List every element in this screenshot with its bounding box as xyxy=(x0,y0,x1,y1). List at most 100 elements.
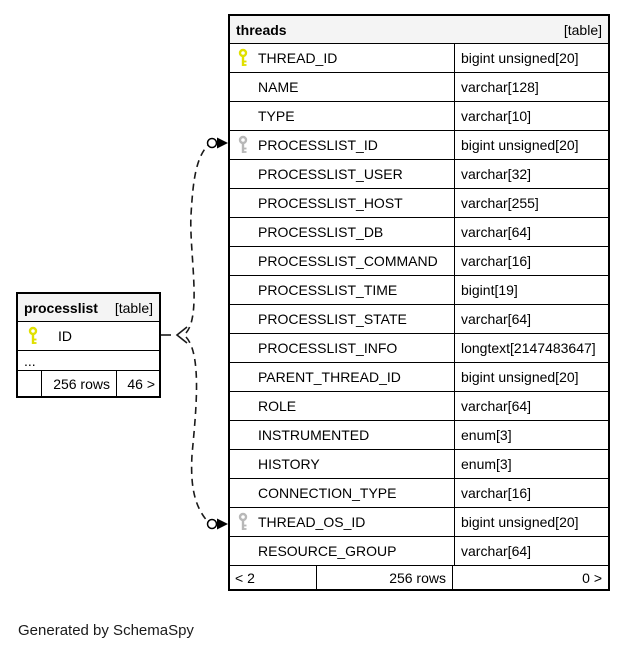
column-type: bigint unsigned[20] xyxy=(461,369,579,385)
column-name: PROCESSLIST_USER xyxy=(230,160,455,188)
column-row: ROLE varchar[64] xyxy=(230,391,608,420)
column-type: enum[3] xyxy=(461,456,512,472)
column-name-label: PROCESSLIST_HOST xyxy=(258,195,403,211)
column-type: varchar[64] xyxy=(461,224,532,240)
footer-out-degree: 46 > xyxy=(127,375,155,392)
table-node-processlist[interactable]: processlist [table] ID... 256 rows 46 > xyxy=(16,292,161,398)
column-name-label: THREAD_ID xyxy=(258,50,338,66)
relationship-curve-lower xyxy=(185,336,209,523)
relationship-curve-upper xyxy=(185,144,209,334)
column-name: NAME xyxy=(230,73,455,101)
column-type: bigint[19] xyxy=(461,282,518,298)
column-type: varchar[128] xyxy=(461,79,539,95)
column-name-label: PROCESSLIST_DB xyxy=(258,224,384,240)
generated-by-note: Generated by SchemaSpy xyxy=(18,622,194,639)
table-title[interactable]: threads xyxy=(236,21,287,38)
column-name-label: ROLE xyxy=(258,398,297,414)
column-name: PROCESSLIST_ID xyxy=(230,131,455,159)
foreign-key-icon xyxy=(238,512,249,532)
column-name: TYPE xyxy=(230,102,455,130)
column-row: PROCESSLIST_USER varchar[32] xyxy=(230,159,608,188)
column-name: THREAD_ID xyxy=(230,44,455,72)
column-name: PROCESSLIST_INFO xyxy=(230,334,455,362)
column-name-label: PROCESSLIST_ID xyxy=(258,137,378,153)
column-name: PROCESSLIST_COMMAND xyxy=(230,247,455,275)
column-name: ID xyxy=(18,322,159,350)
table-header-threads[interactable]: threads [table] xyxy=(230,16,608,44)
column-type: enum[3] xyxy=(461,427,512,443)
column-type: bigint unsigned[20] xyxy=(461,50,579,66)
column-row: TYPE varchar[10] xyxy=(230,101,608,130)
column-row: ... xyxy=(18,350,159,370)
column-name: PARENT_THREAD_ID xyxy=(230,363,455,391)
column-row: PARENT_THREAD_ID bigint unsigned[20] xyxy=(230,362,608,391)
footer-row-count: 256 rows xyxy=(42,371,117,396)
column-name-label: CONNECTION_TYPE xyxy=(258,485,397,501)
column-row: PROCESSLIST_DB varchar[64] xyxy=(230,217,608,246)
column-name: ROLE xyxy=(230,392,455,420)
relationship-arrow-lower-icon xyxy=(217,518,228,530)
column-type: varchar[64] xyxy=(461,543,532,559)
column-type: varchar[255] xyxy=(461,195,539,211)
column-row: RESOURCE_GROUP varchar[64] xyxy=(230,536,608,565)
table-badge: [table] xyxy=(114,299,153,316)
column-row: ID xyxy=(18,322,159,350)
column-type: bigint unsigned[20] xyxy=(461,137,579,153)
column-type: varchar[10] xyxy=(461,108,532,124)
primary-key-icon xyxy=(28,326,39,346)
column-row: PROCESSLIST_ID bigint unsigned[20] xyxy=(230,130,608,159)
table-header-processlist[interactable]: processlist [table] xyxy=(18,294,159,322)
column-name: THREAD_OS_ID xyxy=(230,508,455,536)
column-type: longtext[2147483647] xyxy=(461,340,596,356)
table-title[interactable]: processlist xyxy=(24,299,98,316)
column-type: varchar[16] xyxy=(461,485,532,501)
footer-out-degree: 0 > xyxy=(582,569,602,586)
footer-row-count: 256 rows xyxy=(317,566,453,589)
column-row: THREAD_ID bigint unsigned[20] xyxy=(230,44,608,72)
column-name: INSTRUMENTED xyxy=(230,421,455,449)
footer-left xyxy=(18,371,42,396)
column-name-label: PROCESSLIST_USER xyxy=(258,166,403,182)
column-name-label: PROCESSLIST_TIME xyxy=(258,282,398,298)
relationship-dot-upper xyxy=(206,137,218,149)
primary-key-icon xyxy=(238,48,249,68)
column-name-label: ID xyxy=(58,328,72,344)
column-name-label: PROCESSLIST_INFO xyxy=(258,340,398,356)
column-row: PROCESSLIST_TIME bigint[19] xyxy=(230,275,608,304)
column-name-label: HISTORY xyxy=(258,456,320,472)
column-type: varchar[32] xyxy=(461,166,532,182)
column-row: PROCESSLIST_INFO longtext[2147483647] xyxy=(230,333,608,362)
column-row: CONNECTION_TYPE varchar[16] xyxy=(230,478,608,507)
column-name-label: PROCESSLIST_COMMAND xyxy=(258,253,438,269)
table-footer: 256 rows 46 > xyxy=(18,370,159,396)
column-name-label: RESOURCE_GROUP xyxy=(258,543,397,559)
column-name: PROCESSLIST_DB xyxy=(230,218,455,246)
column-name-label: INSTRUMENTED xyxy=(258,427,370,443)
column-name-label: PARENT_THREAD_ID xyxy=(258,369,401,385)
column-name: RESOURCE_GROUP xyxy=(230,537,455,565)
column-name-label: ... xyxy=(24,352,36,369)
column-rows: ID... xyxy=(18,322,159,370)
column-name: HISTORY xyxy=(230,450,455,478)
column-name: PROCESSLIST_TIME xyxy=(230,276,455,304)
column-name-label: NAME xyxy=(258,79,299,95)
table-badge: [table] xyxy=(563,21,602,38)
relationship-dot-lower xyxy=(206,518,218,530)
column-name: CONNECTION_TYPE xyxy=(230,479,455,507)
relationship-arrow-upper-icon xyxy=(217,137,228,149)
column-name-label: PROCESSLIST_STATE xyxy=(258,311,407,327)
column-row: PROCESSLIST_HOST varchar[255] xyxy=(230,188,608,217)
column-name-label: TYPE xyxy=(258,108,295,124)
column-type: varchar[64] xyxy=(461,398,532,414)
table-footer: < 2 256 rows 0 > xyxy=(230,565,608,589)
column-row: NAME varchar[128] xyxy=(230,72,608,101)
crow-foot-icon xyxy=(175,326,188,344)
foreign-key-icon xyxy=(238,135,249,155)
column-name: ... xyxy=(18,351,159,370)
